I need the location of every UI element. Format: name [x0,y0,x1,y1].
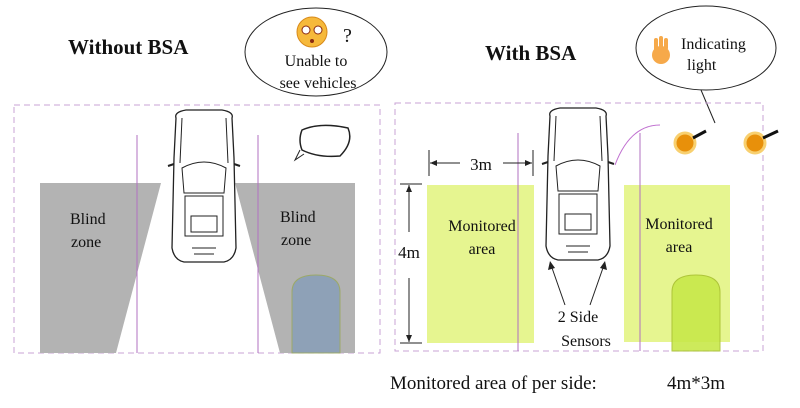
monitored-vehicle [671,274,721,352]
ok-hand-icon [652,36,670,64]
bubble-text-1: Indicating [681,36,746,53]
car-icon [167,109,241,263]
blind-zone-left-label-1: Blind [70,211,106,228]
side-mirror-icon [293,124,351,162]
monitored-left-label-2: area [469,241,496,258]
indicator-light-icon [673,129,779,155]
question-mark: ? [343,25,352,47]
bubble-text-2: see vehicles [280,75,357,92]
thought-bubble [635,5,777,91]
road-border [13,104,381,354]
blind-spot-vehicle [291,274,341,354]
confused-face-icon [296,16,328,48]
monitored-left-label-1: Monitored [448,218,516,235]
thought-bubble [244,7,388,97]
road-border [394,102,764,352]
caption-label: Monitored area of per side: [390,373,597,394]
without-bsa-panel: Without BSA ? Unable to see vehicles Bli… [13,7,388,354]
bubble-text-1: Unable to [285,53,348,70]
bubble-pointer [700,89,716,124]
car-icon [541,107,615,261]
width-dimension: 3m [428,150,534,176]
monitored-right-label-1: Monitored [645,216,713,233]
blind-zone-left-label-2: zone [71,234,101,251]
light-pointer-arrow [614,124,661,166]
blind-zone-left [40,183,161,353]
length-dimension: 4m [398,183,422,344]
blind-zone-right-label-1: Blind [280,209,316,226]
length-label: 4m [398,243,420,262]
monitored-area-left [427,185,534,343]
without-bsa-title: Without BSA [68,35,189,59]
sensor-arrows [548,261,607,306]
caption: Monitored area of per side: 4m*3m [390,373,725,394]
sensors-label-1: 2 Side [558,309,598,326]
caption-value: 4m*3m [667,373,725,394]
width-label: 3m [470,155,492,174]
with-bsa-title: With BSA [485,41,577,65]
blind-zone-right-label-2: zone [281,232,311,249]
monitored-right-label-2: area [666,239,693,256]
bubble-text-2: light [687,57,717,74]
sensors-label-2: Sensors [561,333,611,350]
with-bsa-panel: With BSA Indicating light [394,5,779,352]
